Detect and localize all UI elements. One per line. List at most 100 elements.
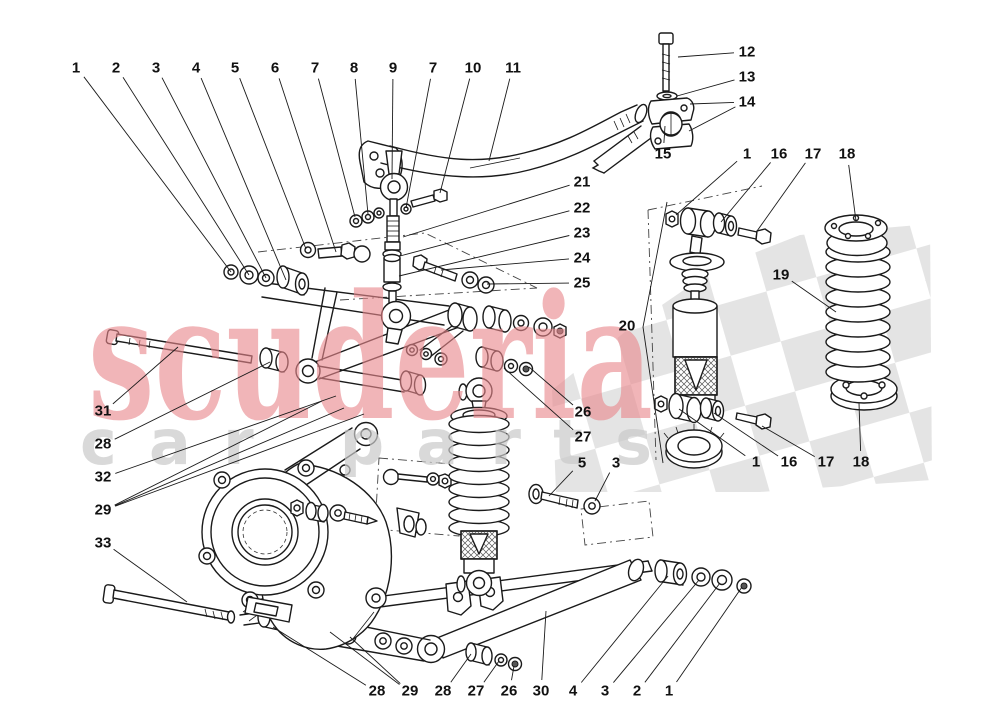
leader-line-13 xyxy=(676,79,735,97)
part-number-label-5-29: 5 xyxy=(578,455,586,472)
leader-line-27 xyxy=(483,660,500,683)
leader-line-16 xyxy=(720,162,771,223)
part-number-label-26-44: 26 xyxy=(501,683,518,700)
bolt-5-washer-3 xyxy=(528,483,601,515)
part-number-label-9-8: 9 xyxy=(389,60,397,77)
leader-line-29 xyxy=(115,413,365,507)
part-number-label-3-30: 3 xyxy=(612,455,620,472)
part-number-label-27-43: 27 xyxy=(468,683,485,700)
watermark-line1: scuderia xyxy=(88,256,653,459)
leader-line-23 xyxy=(398,235,570,277)
part-number-label-21-22: 21 xyxy=(574,174,591,191)
part-number-label-24-25: 24 xyxy=(574,250,591,267)
part-number-label-29-41: 29 xyxy=(402,683,419,700)
part-number-label-30-45: 30 xyxy=(533,683,550,700)
leader-line-12 xyxy=(677,52,735,58)
leader-line-7 xyxy=(405,78,431,209)
leader-line-16 xyxy=(713,412,779,457)
leader-line-1 xyxy=(678,408,746,457)
leader-line-26 xyxy=(528,366,574,406)
anti-roll-bar xyxy=(358,103,652,189)
leader-line-28 xyxy=(450,653,472,683)
part-number-label-4-3: 4 xyxy=(192,60,201,77)
part-number-label-7-6: 7 xyxy=(311,60,319,77)
bar-clamp-assembly xyxy=(647,32,695,150)
leader-line-22 xyxy=(399,210,570,257)
leader-line-17 xyxy=(761,425,815,457)
leader-line-4 xyxy=(200,77,287,281)
leader-line-18 xyxy=(858,402,862,452)
coil-spring-right xyxy=(824,214,898,411)
part-number-label-8-7: 8 xyxy=(350,60,358,77)
leader-line-30 xyxy=(541,610,547,681)
part-number-label-2-48: 2 xyxy=(633,683,641,700)
part-number-label-16-17: 16 xyxy=(771,146,788,163)
watermark-line2: car parts xyxy=(80,406,652,479)
part-number-label-13-13: 13 xyxy=(739,69,756,86)
part-number-label-1-31: 1 xyxy=(752,454,760,471)
leader-line-25 xyxy=(486,282,570,285)
leader-line-2 xyxy=(644,582,721,683)
part-number-label-3-47: 3 xyxy=(601,683,609,700)
part-number-label-1-16: 1 xyxy=(743,146,751,163)
subframe xyxy=(239,520,653,626)
leader-line-21 xyxy=(402,184,570,238)
leader-line-29 xyxy=(349,636,401,684)
part-number-label-33-39: 33 xyxy=(95,535,112,552)
leader-line-11 xyxy=(488,78,511,162)
leader-line-7 xyxy=(317,78,356,218)
part-number-label-1-0: 1 xyxy=(72,60,80,77)
part-number-label-17-18: 17 xyxy=(805,146,822,163)
hub-carrier xyxy=(198,421,452,650)
part-number-label-18-34: 18 xyxy=(853,454,870,471)
leader-line-32 xyxy=(115,395,337,474)
part-number-label-26-27: 26 xyxy=(575,404,592,421)
leader-line-3 xyxy=(613,579,700,683)
part-number-label-25-26: 25 xyxy=(574,275,591,292)
leader-line-33 xyxy=(113,548,188,603)
part-number-label-4-46: 4 xyxy=(569,683,578,700)
part-number-label-19-20: 19 xyxy=(773,267,790,284)
part-number-label-28-40: 28 xyxy=(369,683,386,700)
part-number-label-22-23: 22 xyxy=(574,200,591,217)
leader-line-26 xyxy=(511,665,515,681)
part-number-label-11-11: 11 xyxy=(505,60,521,77)
leader-line-5 xyxy=(239,78,307,250)
leader-line-17 xyxy=(756,162,806,232)
lower-link xyxy=(416,558,752,664)
leader-line-28 xyxy=(272,626,367,686)
leader-line-29 xyxy=(329,631,400,685)
part-number-label-15-15: 15 xyxy=(655,146,672,163)
part-number-label-1-49: 1 xyxy=(665,683,673,700)
part-number-label-12-12: 12 xyxy=(739,44,756,61)
leader-line-31 xyxy=(112,346,179,405)
part-number-label-7-9: 7 xyxy=(429,60,437,77)
part-number-label-20-21: 20 xyxy=(619,318,636,335)
leader-line-29 xyxy=(114,407,345,507)
technical-drawing xyxy=(102,32,898,672)
part-number-label-5-4: 5 xyxy=(231,60,239,77)
part-number-label-6-5: 6 xyxy=(271,60,279,77)
part-number-label-31-35: 31 xyxy=(95,403,112,420)
leader-line-3 xyxy=(161,77,267,279)
leader-line-6 xyxy=(278,78,337,253)
leader-line-3 xyxy=(594,472,611,502)
shock-absorber-right xyxy=(654,207,772,469)
leader-line-1 xyxy=(675,160,738,216)
part-number-label-28-36: 28 xyxy=(95,436,112,453)
part-number-label-17-33: 17 xyxy=(818,454,835,471)
leader-line-4 xyxy=(580,575,669,683)
part-number-label-32-37: 32 xyxy=(95,469,112,486)
leader-line-2 xyxy=(122,77,250,276)
leader-line-29 xyxy=(114,400,323,506)
part-number-label-14-14: 14 xyxy=(739,94,756,111)
part-number-label-2-1: 2 xyxy=(112,60,120,77)
leader-line-9 xyxy=(391,78,394,180)
leader-line-27 xyxy=(503,367,574,431)
leader-line-8 xyxy=(354,78,369,215)
part-number-label-10-10: 10 xyxy=(465,60,482,77)
leader-line-10 xyxy=(439,78,471,194)
